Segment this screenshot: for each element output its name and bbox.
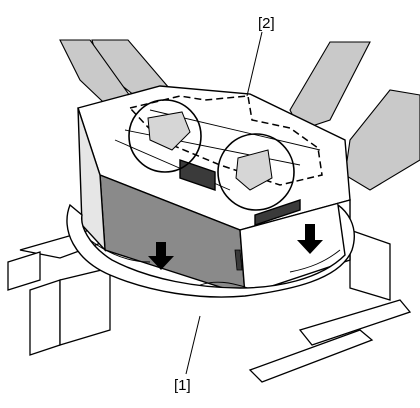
plastic-bag	[66, 203, 355, 298]
down-arrow-icon	[148, 242, 174, 270]
down-arrow-icon	[297, 224, 323, 254]
leader-line-2	[246, 31, 263, 97]
grip-circle-left	[128, 99, 202, 173]
dashed-outline	[128, 95, 323, 186]
pallet-base	[7, 229, 412, 383]
cassette-unit	[77, 85, 351, 296]
callout-label-2: [2]	[258, 15, 275, 32]
leader-line-1	[185, 315, 201, 375]
callout-label-1: [1]	[174, 377, 191, 394]
hands	[147, 111, 273, 191]
bag-folds	[89, 239, 341, 289]
grip-circle-right	[217, 133, 295, 211]
